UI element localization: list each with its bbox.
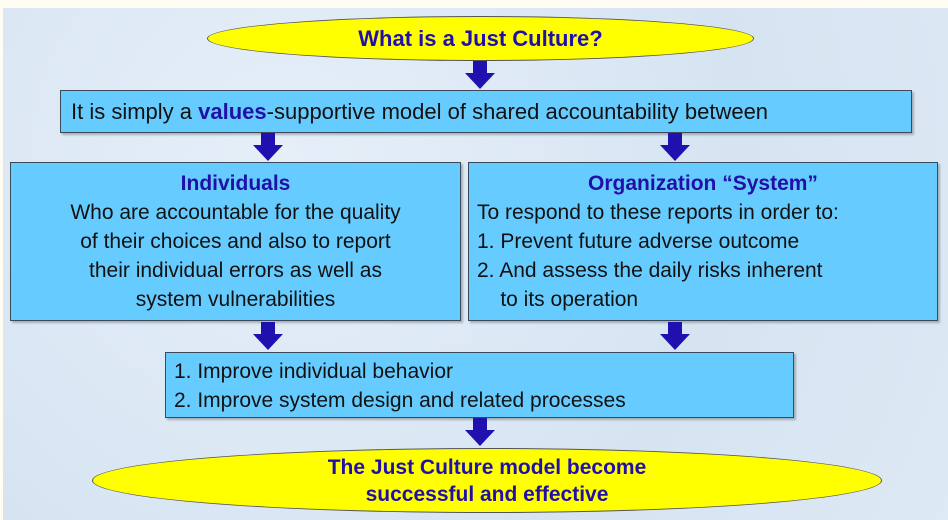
outcome-item: 2. Improve system design and related pro… bbox=[174, 389, 626, 412]
intro-text: It is simply a bbox=[71, 99, 199, 124]
result-line: successful and effective bbox=[365, 482, 609, 506]
organization-line: 1. Prevent future adverse outcome bbox=[477, 230, 800, 253]
arrow-down-icon bbox=[465, 418, 495, 446]
title: What is a Just Culture? bbox=[358, 25, 603, 51]
arrow-down-icon bbox=[660, 133, 690, 161]
individuals-line: their individual errors as well as bbox=[89, 259, 382, 282]
intro-box: It is simply a values-supportive model o… bbox=[60, 90, 912, 133]
organization-heading: Organization “System” bbox=[588, 172, 818, 195]
organization-line: to its operation bbox=[477, 288, 639, 311]
outcomes-box: 1. Improve individual behavior 2. Improv… bbox=[165, 352, 794, 418]
arrow-down-icon bbox=[465, 61, 495, 89]
arrow-down-icon bbox=[660, 322, 690, 350]
individuals-line: system vulnerabilities bbox=[135, 288, 336, 311]
individuals-line: Who are accountable for the quality bbox=[70, 201, 401, 224]
organization-line: To respond to these reports in order to: bbox=[477, 201, 839, 224]
result-line: The Just Culture model become bbox=[327, 455, 647, 479]
intro-text-end: -supportive model of shared accountabili… bbox=[266, 99, 769, 124]
organization-box: Organization “System” To respond to thes… bbox=[468, 162, 938, 321]
result-ellipse: The Just Culture model become successful… bbox=[92, 448, 882, 513]
individuals-box: Individuals Who are accountable for the … bbox=[10, 162, 461, 321]
arrow-down-icon bbox=[253, 133, 283, 161]
organization-line: 2. And assess the daily risks inherent bbox=[477, 259, 823, 282]
outcome-item: 1. Improve individual behavior bbox=[174, 360, 453, 383]
arrow-down-icon bbox=[253, 322, 283, 350]
individuals-heading: Individuals bbox=[180, 172, 291, 195]
title-ellipse: What is a Just Culture? bbox=[207, 16, 754, 61]
individuals-line: of their choices and also to report bbox=[80, 230, 391, 253]
intro-highlight: values bbox=[198, 99, 267, 124]
